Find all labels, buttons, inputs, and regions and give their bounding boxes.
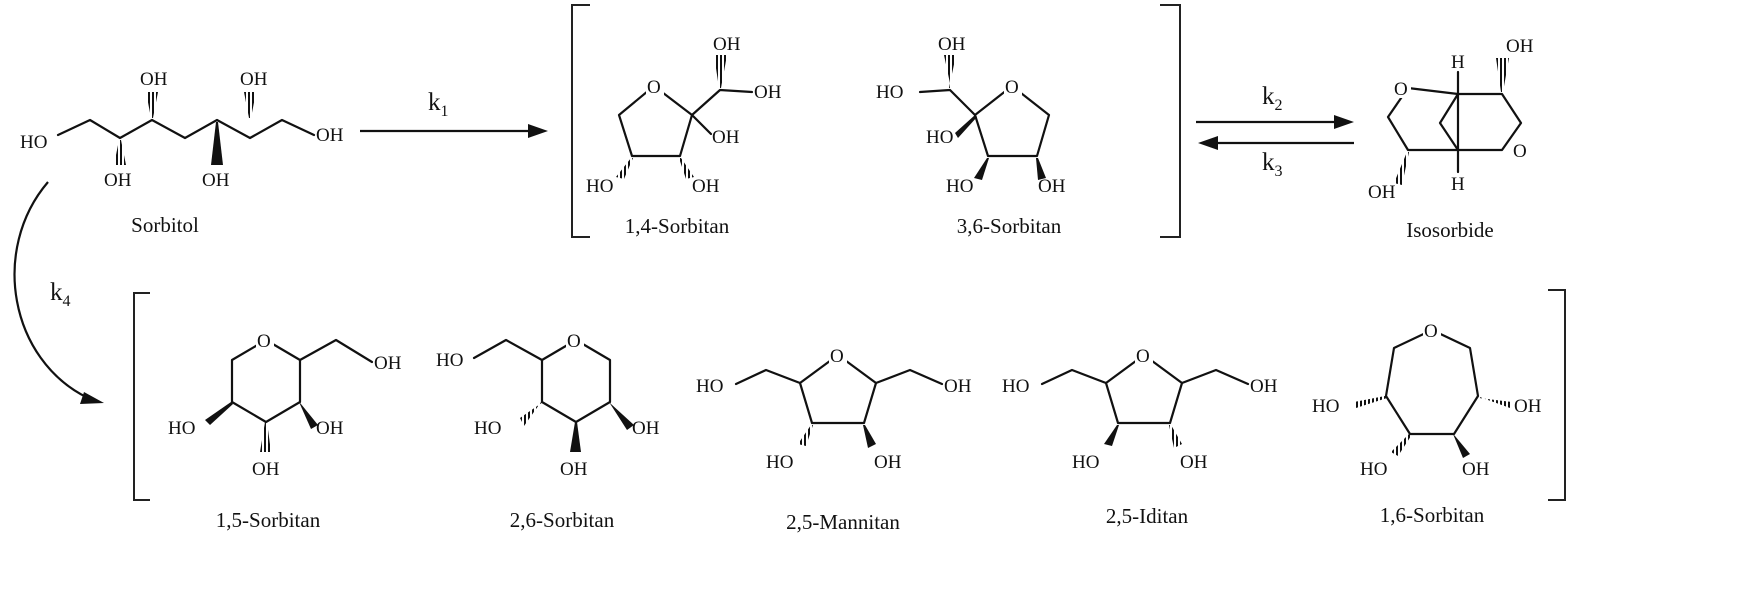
bracket-open [571,4,590,238]
atom-label: OH [713,34,741,55]
atom-label: HO [1312,396,1339,417]
mannitan-2-5-structure: O HO OH HO OH 2,5-Mannitan [696,345,972,534]
atom-label: OH [1180,452,1208,473]
atom-label: OH [104,170,132,191]
atom-label: O [647,77,661,98]
compound-name-isosorbide: Isosorbide [1406,218,1494,242]
hatch-bond [114,140,126,165]
atom-label: H [1451,52,1465,73]
sorbitol-chain [56,118,316,140]
bracket-close [1160,4,1181,238]
arrow-k1: k1 [360,89,548,138]
atom-label: OH [712,127,740,148]
compound-name-1-5-sorbitan: 1,5-Sorbitan [216,508,321,532]
atom-label: O [1136,346,1150,367]
atom-label: O [830,346,844,367]
rate-constant-k3: k3 [1262,149,1283,180]
rate-constant-k2: k2 [1262,83,1283,114]
atom-label: HO [1072,452,1099,473]
sorbitan-1-5-structure: O OH HO OH OH 1,5-Sorbitan [168,330,402,532]
atom-label: HO [20,132,47,153]
atom-label: O [257,331,271,352]
atom-label: OH [1514,396,1542,417]
atom-label: HO [1002,376,1029,397]
isosorbide-structure: O O H H OH OH Isosorbide [1368,36,1534,242]
atom-label: OH [240,69,268,90]
atom-label: OH [140,69,168,90]
compound-name-2-5-mannitan: 2,5-Mannitan [786,510,900,534]
atom-label: OH [874,452,902,473]
atom-label: HO [436,350,463,371]
atom-label: OH [1038,176,1066,197]
hatch-bond [146,92,158,118]
arrow-k2-k3: k2 k3 [1196,83,1354,180]
compound-name-3-6-sorbitan: 3,6-Sorbitan [957,214,1062,238]
atom-label: HO [168,418,195,439]
sorbitan-2-6-structure: O HO HO OH OH 2,6-Sorbitan [436,330,660,532]
bracket-close [1548,289,1566,501]
atom-label: OH [202,170,230,191]
atom-label: OH [632,418,660,439]
atom-label: OH [938,34,966,55]
rate-constant-k1: k1 [428,89,449,120]
atom-label: OH [374,353,402,374]
atom-label: O [1424,321,1438,342]
compound-name-1-4-sorbitan: 1,4-Sorbitan [625,214,730,238]
atom-label: OH [560,459,588,480]
atom-label: OH [1368,182,1396,203]
wedge-bond [211,122,223,165]
hatch-bond [244,92,256,118]
atom-label: OH [1506,36,1534,57]
arrow-k4: k4 [13,181,104,404]
atom-label: OH [754,82,782,103]
atom-label: HO [1360,459,1387,480]
compound-name-2-6-sorbitan: 2,6-Sorbitan [510,508,615,532]
sorbitan-3-6-structure: O OH HO HO HO OH 3,6-Sorbitan [876,34,1066,238]
atom-label: OH [692,176,720,197]
atom-label: O [567,331,581,352]
atom-label: OH [1250,376,1278,397]
atom-label: H [1451,174,1465,195]
atom-label: OH [1462,459,1490,480]
compound-name-sorbitol: Sorbitol [131,213,199,237]
atom-label: HO [876,82,903,103]
atom-label: HO [946,176,973,197]
bracket-open [133,292,150,501]
atom-label: HO [766,452,793,473]
atom-label: O [1005,77,1019,98]
atom-label: O [1394,79,1408,100]
atom-label: HO [696,376,723,397]
sorbitol-structure: HO OH OH OH OH OH Sorbitol [20,69,344,237]
atom-label: HO [474,418,501,439]
atom-label: OH [252,459,280,480]
atom-label: HO [586,176,613,197]
sorbitan-1-4-structure: O OH OH OH HO OH 1,4-Sorbitan [586,34,782,238]
atom-label: HO [926,127,953,148]
compound-name-1-6-sorbitan: 1,6-Sorbitan [1380,503,1485,527]
atom-label: OH [316,125,344,146]
atom-label: OH [944,376,972,397]
rate-constant-k4: k4 [50,279,71,310]
atom-label: O [1513,141,1527,162]
iditan-2-5-structure: O HO OH HO OH 2,5-Iditan [1002,345,1278,528]
sorbitan-1-6-structure: O HO OH HO OH 1,6-Sorbitan [1312,320,1542,527]
compound-name-2-5-iditan: 2,5-Iditan [1106,504,1189,528]
atom-label: OH [316,418,344,439]
